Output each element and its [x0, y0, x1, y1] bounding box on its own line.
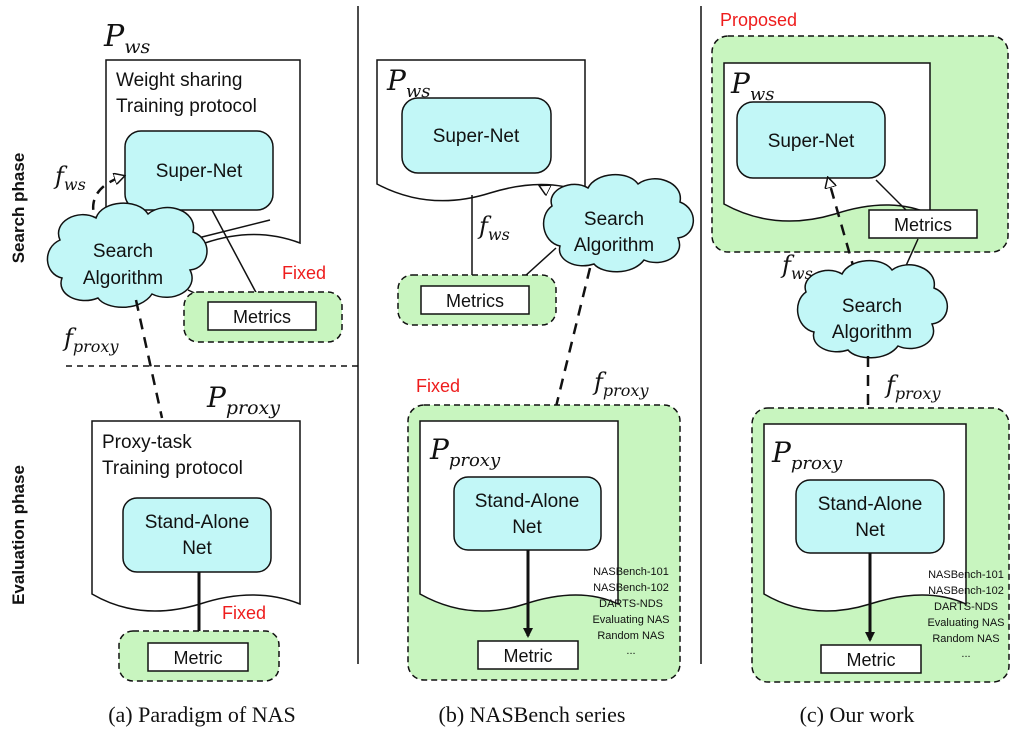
p-ws-label: Pws — [103, 19, 150, 58]
ws-protocol-label-line2: Training protocol — [116, 96, 257, 117]
metrics-box — [207, 301, 317, 331]
benchmark-item: ... — [961, 648, 970, 660]
f-ws-label: fws — [477, 212, 510, 244]
benchmark-list: NASBench-101 NASBench-102 DARTS-NDS Eval… — [592, 566, 669, 657]
panel-b: Pws Super-Net fws Search Algorithm Metri… — [376, 59, 695, 681]
metric-box — [147, 642, 249, 672]
search-algorithm-label-line1: Search — [93, 241, 153, 262]
search-algorithm-cloud — [796, 259, 949, 359]
metrics-box — [420, 285, 530, 315]
proxy-protocol-label-line1: Proxy-task — [102, 432, 192, 453]
fixed-label-bottom: Fixed — [222, 603, 266, 623]
search-to-doc-connector — [189, 219, 271, 241]
stand-alone-net-node — [122, 497, 272, 573]
metrics-label: Metrics — [233, 307, 291, 327]
row-label-search-phase: Search phase — [9, 153, 28, 264]
ws-protocol-label-line1: Weight sharing — [116, 70, 242, 91]
panel-c: Proposed Pws Super-Net Metrics fws Searc… — [711, 10, 1010, 683]
super-net-node — [124, 130, 274, 211]
stand-alone-net-label-line2: Net — [512, 517, 542, 538]
benchmark-list: NASBench-101 NASBench-102 DARTS-NDS Eval… — [927, 569, 1004, 660]
row-label-evaluation-phase: Evaluation phase — [9, 465, 28, 605]
caption-c: (c) Our work — [800, 702, 915, 727]
benchmark-item: Evaluating NAS — [592, 614, 669, 626]
p-ws-label: Pws — [730, 67, 775, 105]
search-algorithm-label-line2: Algorithm — [574, 235, 654, 256]
super-net-label: Super-Net — [156, 161, 243, 182]
benchmark-item: NASBench-101 — [928, 569, 1004, 581]
search-algorithm-cloud — [542, 173, 695, 273]
search-algorithm-label-line1: Search — [842, 296, 902, 317]
panel-a: Pws Weight sharing Training protocol Sup… — [46, 19, 343, 682]
f-ws-label: fws — [780, 251, 813, 283]
benchmark-item: NASBench-101 — [593, 566, 669, 578]
benchmark-item: Random NAS — [597, 630, 664, 642]
stand-alone-net-label-line2: Net — [855, 520, 885, 541]
f-proxy-label: fproxy — [62, 324, 119, 356]
proposed-label: Proposed — [720, 10, 797, 30]
f-proxy-label: fproxy — [884, 371, 941, 403]
p-ws-label: Pws — [386, 64, 431, 102]
supernet-to-metrics-connector — [211, 209, 261, 301]
search-algorithm-cloud — [46, 202, 208, 308]
caption-a: (a) Paradigm of NAS — [108, 702, 296, 727]
search-algorithm-label-line2: Algorithm — [83, 268, 163, 289]
super-net-label: Super-Net — [433, 126, 520, 147]
benchmark-item: Random NAS — [932, 633, 999, 645]
benchmark-item: ... — [626, 645, 635, 657]
stand-alone-net-label-line1: Stand-Alone — [475, 491, 580, 512]
p-proxy-label: Pproxy — [429, 433, 501, 471]
stand-alone-net-label-line1: Stand-Alone — [145, 512, 250, 533]
benchmark-item: DARTS-NDS — [934, 601, 998, 613]
stand-alone-net-node — [453, 476, 602, 551]
super-net-node — [401, 97, 552, 174]
search-algorithm-label-line2: Algorithm — [832, 322, 912, 343]
metric-label: Metric — [847, 650, 896, 670]
benchmark-item: DARTS-NDS — [599, 598, 663, 610]
metric-label: Metric — [504, 646, 553, 666]
fixed-label: Fixed — [416, 376, 460, 396]
p-proxy-label: Pproxy — [771, 436, 843, 474]
search-algorithm-label-line1: Search — [584, 209, 644, 230]
f-ws-label: fws — [53, 162, 86, 194]
stand-alone-net-node — [795, 479, 945, 554]
f-proxy-label: fproxy — [592, 368, 649, 400]
p-proxy-label: Pproxy — [206, 381, 280, 419]
stand-alone-net-label-line1: Stand-Alone — [818, 494, 923, 515]
metric-box — [820, 644, 922, 674]
metric-box — [477, 640, 579, 670]
super-net-label: Super-Net — [768, 131, 855, 152]
super-net-node — [736, 101, 886, 179]
metric-label: Metric — [174, 648, 223, 668]
caption-b: (b) NASBench series — [439, 702, 626, 727]
proxy-protocol-label-line2: Training protocol — [102, 458, 243, 479]
benchmark-item: NASBench-102 — [928, 585, 1004, 597]
stand-alone-net-label-line2: Net — [182, 538, 212, 559]
supernet-to-metrics-connector — [875, 179, 907, 211]
benchmark-item: NASBench-102 — [593, 582, 669, 594]
metrics-box — [868, 209, 978, 239]
benchmark-item: Evaluating NAS — [927, 617, 1004, 629]
fixed-label-top: Fixed — [282, 263, 326, 283]
metrics-label: Metrics — [894, 215, 952, 235]
f-proxy-connector — [134, 299, 164, 419]
metrics-label: Metrics — [446, 291, 504, 311]
